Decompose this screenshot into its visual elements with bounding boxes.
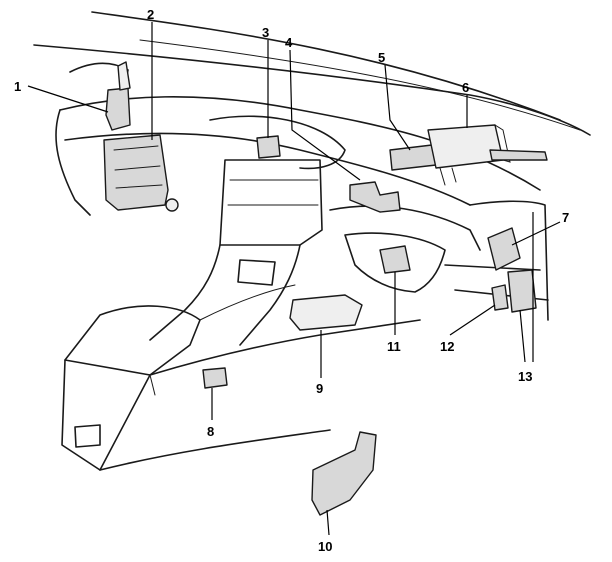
- part-3: [256, 135, 281, 159]
- callout-2: 2: [147, 7, 154, 22]
- callout-labels: 1 2 3 4 5 6 7 8 9 10 11 12 13: [14, 7, 569, 554]
- part-13: [507, 269, 537, 313]
- part-2: [103, 134, 179, 212]
- callout-13: 13: [518, 369, 532, 384]
- callout-7: 7: [562, 210, 569, 225]
- callout-11: 11: [387, 339, 401, 354]
- part-1: [105, 61, 131, 131]
- part-6: [427, 124, 548, 186]
- callout-10: 10: [318, 539, 332, 554]
- part-9: [289, 294, 363, 331]
- part-4: [349, 181, 401, 213]
- part-12: [491, 284, 509, 311]
- callout-4: 4: [285, 35, 293, 50]
- callout-6: 6: [462, 80, 469, 95]
- center-stack: [149, 159, 323, 346]
- part-10: [311, 431, 377, 516]
- callout-8: 8: [207, 424, 214, 439]
- part-8: [202, 367, 228, 389]
- part-7: [487, 227, 521, 271]
- callout-5: 5: [378, 50, 385, 65]
- callout-3: 3: [262, 25, 269, 40]
- callout-9: 9: [316, 381, 323, 396]
- leader-lines: [27, 22, 561, 536]
- part-11: [379, 245, 411, 274]
- callout-1: 1: [14, 79, 21, 94]
- part-5: [389, 144, 437, 171]
- callout-12: 12: [440, 339, 454, 354]
- floor-console: [61, 284, 421, 471]
